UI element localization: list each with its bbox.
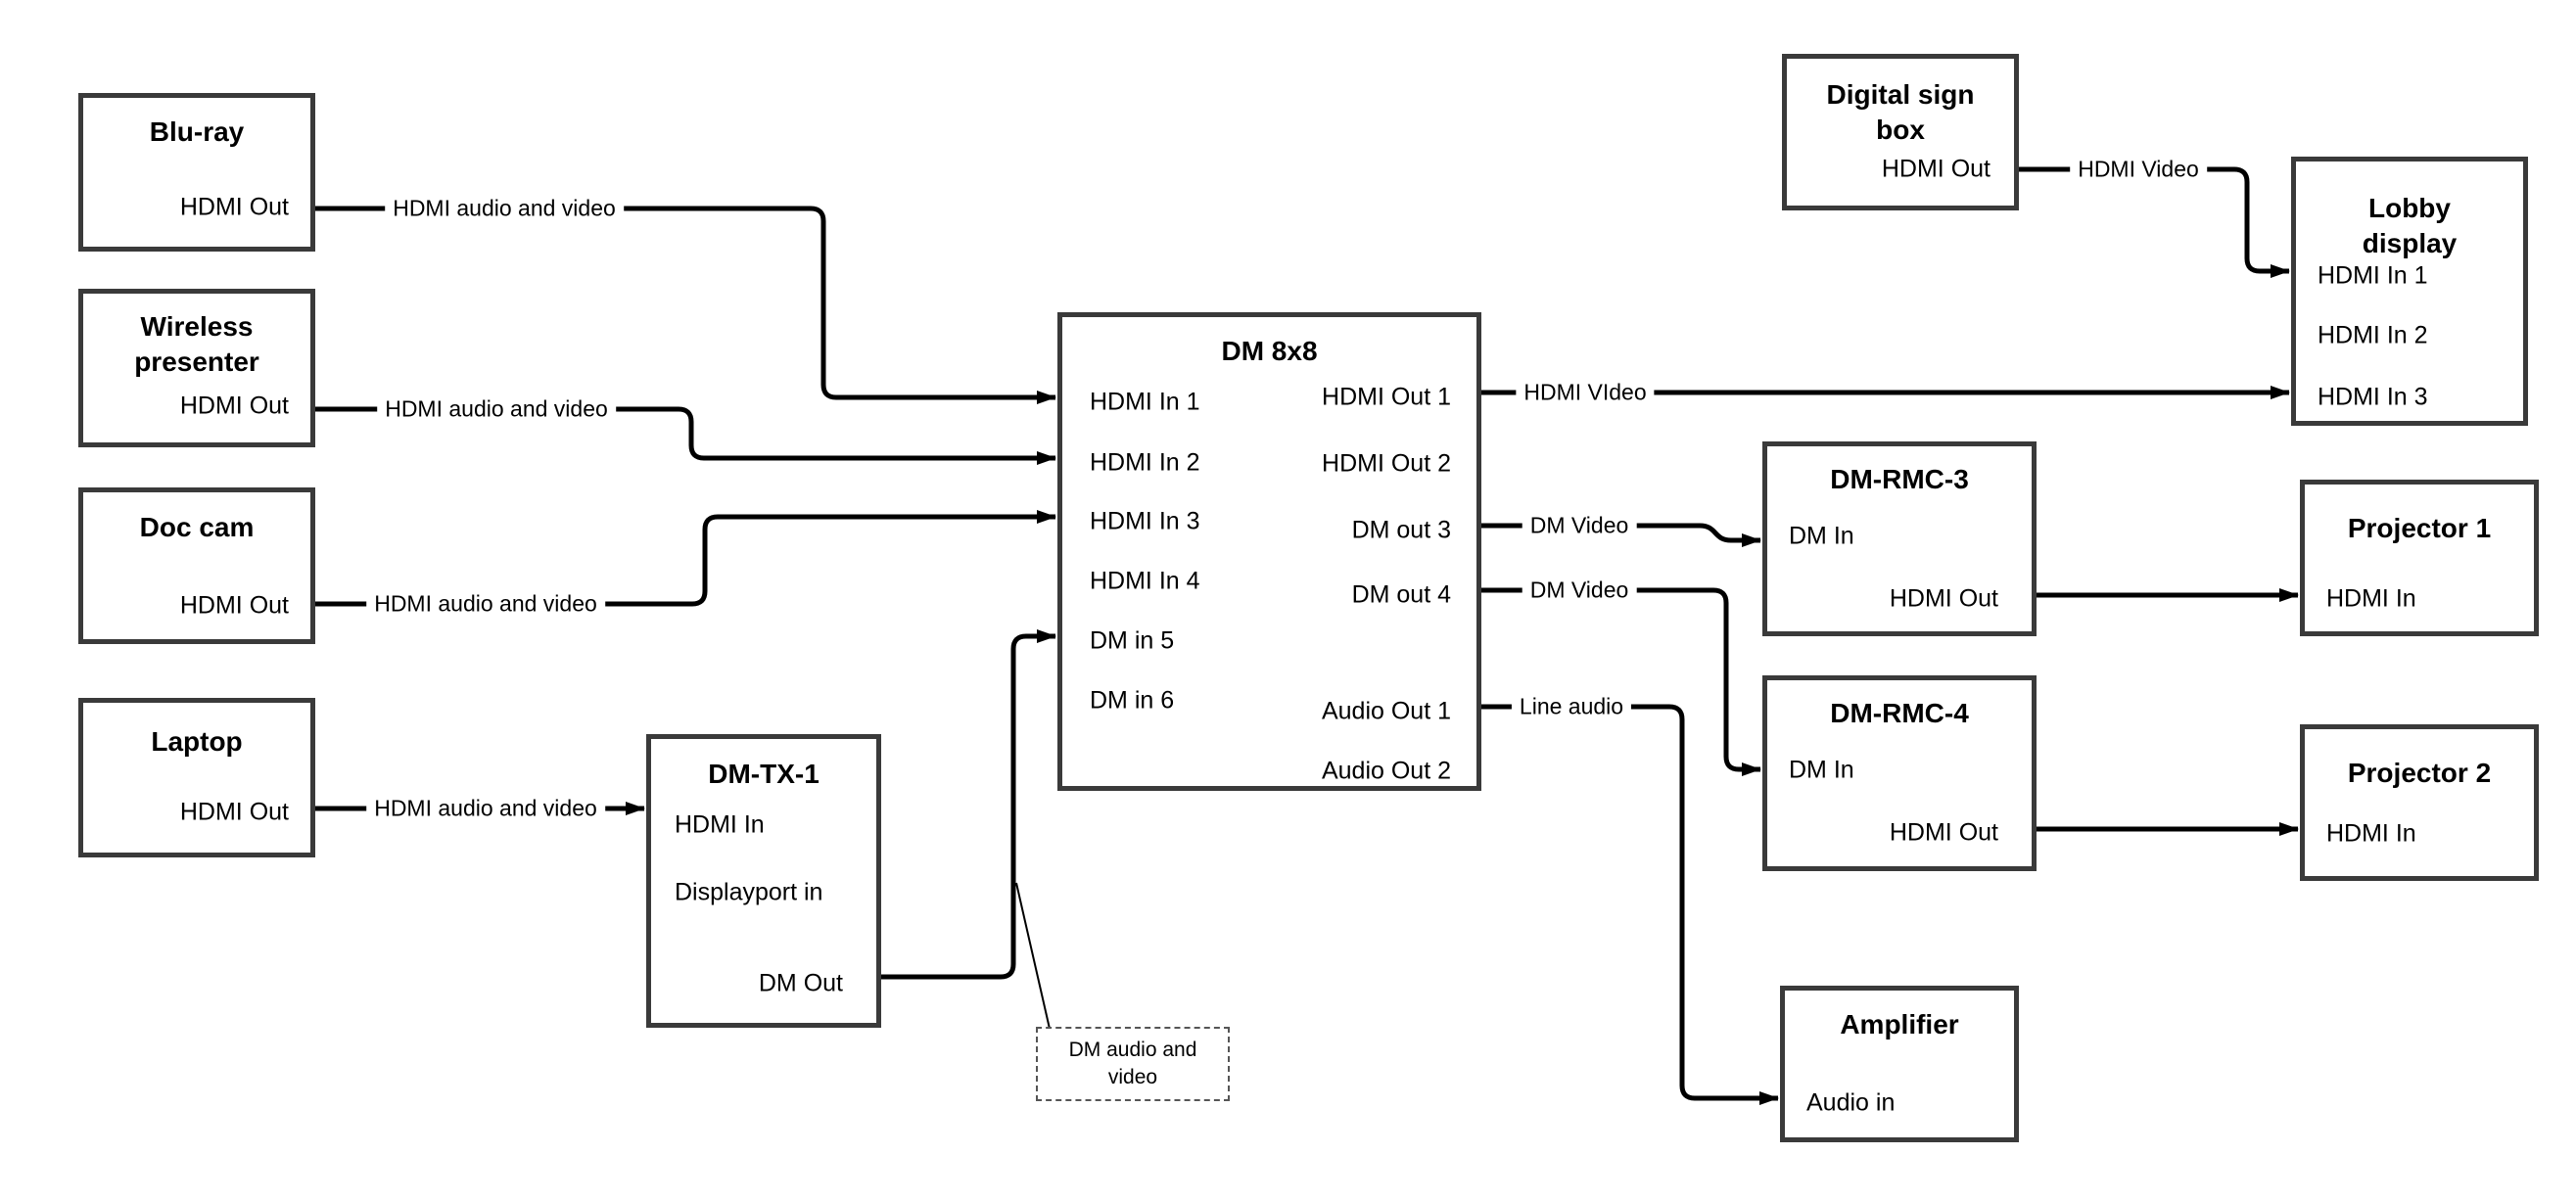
node-amplifier: Amplifier Audio in [1780,986,2019,1142]
node-title: Amplifier [1840,1009,1959,1039]
edge-label-line-audio: Line audio [1511,693,1632,720]
edge-label-bluray: HDMI audio and video [385,195,624,222]
node-title-line2: box [1876,115,1925,145]
node-title-line1: Wireless [140,311,254,342]
edge-dm8x8-amp [1481,704,1779,1105]
edge-label-hdmi-video-digisign: HDMI Video [2070,156,2207,183]
node-blu-ray: Blu-ray HDMI Out [78,93,315,252]
node-title: DM-RMC-4 [1830,698,1969,728]
port-hdmi-in: HDMI In [675,810,765,839]
port-dm-in: DM In [1789,756,1854,784]
node-title-line1: Digital sign [1826,79,1975,110]
node-title: Laptop [151,726,243,757]
edge-doccam-dm8x8 [315,510,1056,607]
port-dm-in-6: DM in 6 [1090,686,1175,715]
port-hdmi-in-4: HDMI In 4 [1090,567,1200,595]
edge-dm8x8-rmc3 [1481,523,1761,547]
port-hdmi-in: HDMI In [2326,584,2416,613]
port-hdmi-in-2: HDMI In 2 [2318,321,2428,349]
node-dm-8x8: DM 8x8 HDMI In 1 HDMI In 2 HDMI In 3 HDM… [1057,312,1481,791]
port-hdmi-in-3: HDMI In 3 [2318,383,2428,411]
node-title: Blu-ray [149,116,245,147]
node-title-line1: Lobby [2368,193,2451,223]
port-dm-out-4: DM out 4 [1351,580,1451,609]
port-hdmi-out-1: HDMI Out 1 [1322,383,1451,411]
port-hdmi-in-3: HDMI In 3 [1090,507,1200,535]
node-laptop: Laptop HDMI Out [78,698,315,857]
node-title: Projector 2 [2347,758,2492,788]
port-hdmi-out: HDMI Out [179,193,289,221]
edge-label-wireless: HDMI audio and video [377,395,616,423]
edge-wireless-dm8x8 [315,406,1056,465]
port-hdmi-out: HDMI Out [179,591,289,620]
port-dm-in: DM In [1789,522,1854,550]
port-audio-out-1: Audio Out 1 [1321,697,1451,725]
port-hdmi-out: HDMI Out [1881,155,1991,183]
node-projector-2: Projector 2 HDMI In [2300,724,2539,881]
edge-label-hdmi-video-out1: HDMI VIdeo [1516,379,1655,406]
port-displayport-in: Displayport in [675,878,823,906]
node-projector-1: Projector 1 HDMI In [2300,480,2539,636]
edge-label-laptop: HDMI audio and video [366,795,605,822]
edge-dm8x8-rmc4 [1481,587,1761,776]
edge-bluray-dm8x8 [315,206,1056,404]
edge-label-dm-video-out4: DM Video [1522,577,1637,604]
node-title: DM-RMC-3 [1830,464,1969,494]
port-hdmi-in-1: HDMI In 1 [1090,388,1200,416]
port-hdmi-out: HDMI Out [179,392,289,420]
node-dm-rmc-3: DM-RMC-3 DM In HDMI Out [1762,441,2037,636]
node-title: Doc cam [139,512,255,542]
annotation-dm-audio-and-video: DM audio and video [1036,1027,1230,1101]
port-hdmi-in-1: HDMI In 1 [2318,261,2428,290]
edge-dmtx1-dm8x8 [881,629,1056,980]
node-title: DM-TX-1 [708,759,820,789]
port-hdmi-out: HDMI Out [1889,584,1998,613]
node-title: Projector 1 [2347,513,2492,543]
edge-digisign-lobby [2019,166,2290,278]
port-hdmi-out-2: HDMI Out 2 [1322,449,1451,478]
port-audio-in: Audio in [1806,1088,1896,1117]
node-title-line2: presenter [134,346,259,377]
edge-label-doccam: HDMI audio and video [366,590,605,618]
port-hdmi-in: HDMI In [2326,819,2416,848]
port-hdmi-in-2: HDMI In 2 [1090,448,1200,477]
port-hdmi-out: HDMI Out [179,798,289,826]
node-title: DM 8x8 [1221,336,1318,366]
port-dm-out-3: DM out 3 [1351,516,1451,544]
node-doc-cam: Doc cam HDMI Out [78,487,315,644]
port-audio-out-2: Audio Out 2 [1321,757,1451,785]
annotation-line2: video [1107,1066,1158,1088]
port-hdmi-out: HDMI Out [1889,818,1998,847]
node-wireless-presenter: Wireless presenter HDMI Out [78,289,315,447]
node-dm-rmc-4: DM-RMC-4 DM In HDMI Out [1762,675,2037,871]
port-dm-in-5: DM in 5 [1090,626,1175,655]
node-digital-sign-box: Digital sign box HDMI Out [1782,54,2019,210]
annotation-callout-line [1015,882,1051,1030]
node-title-line2: display [2362,228,2458,258]
annotation-line1: DM audio and [1068,1038,1197,1061]
node-dm-tx-1: DM-TX-1 HDMI In Displayport in DM Out [646,734,881,1028]
port-dm-out: DM Out [758,969,843,997]
edge-label-dm-video-out3: DM Video [1522,512,1637,539]
node-lobby-display: Lobby display HDMI In 1 HDMI In 2 HDMI I… [2291,157,2528,426]
